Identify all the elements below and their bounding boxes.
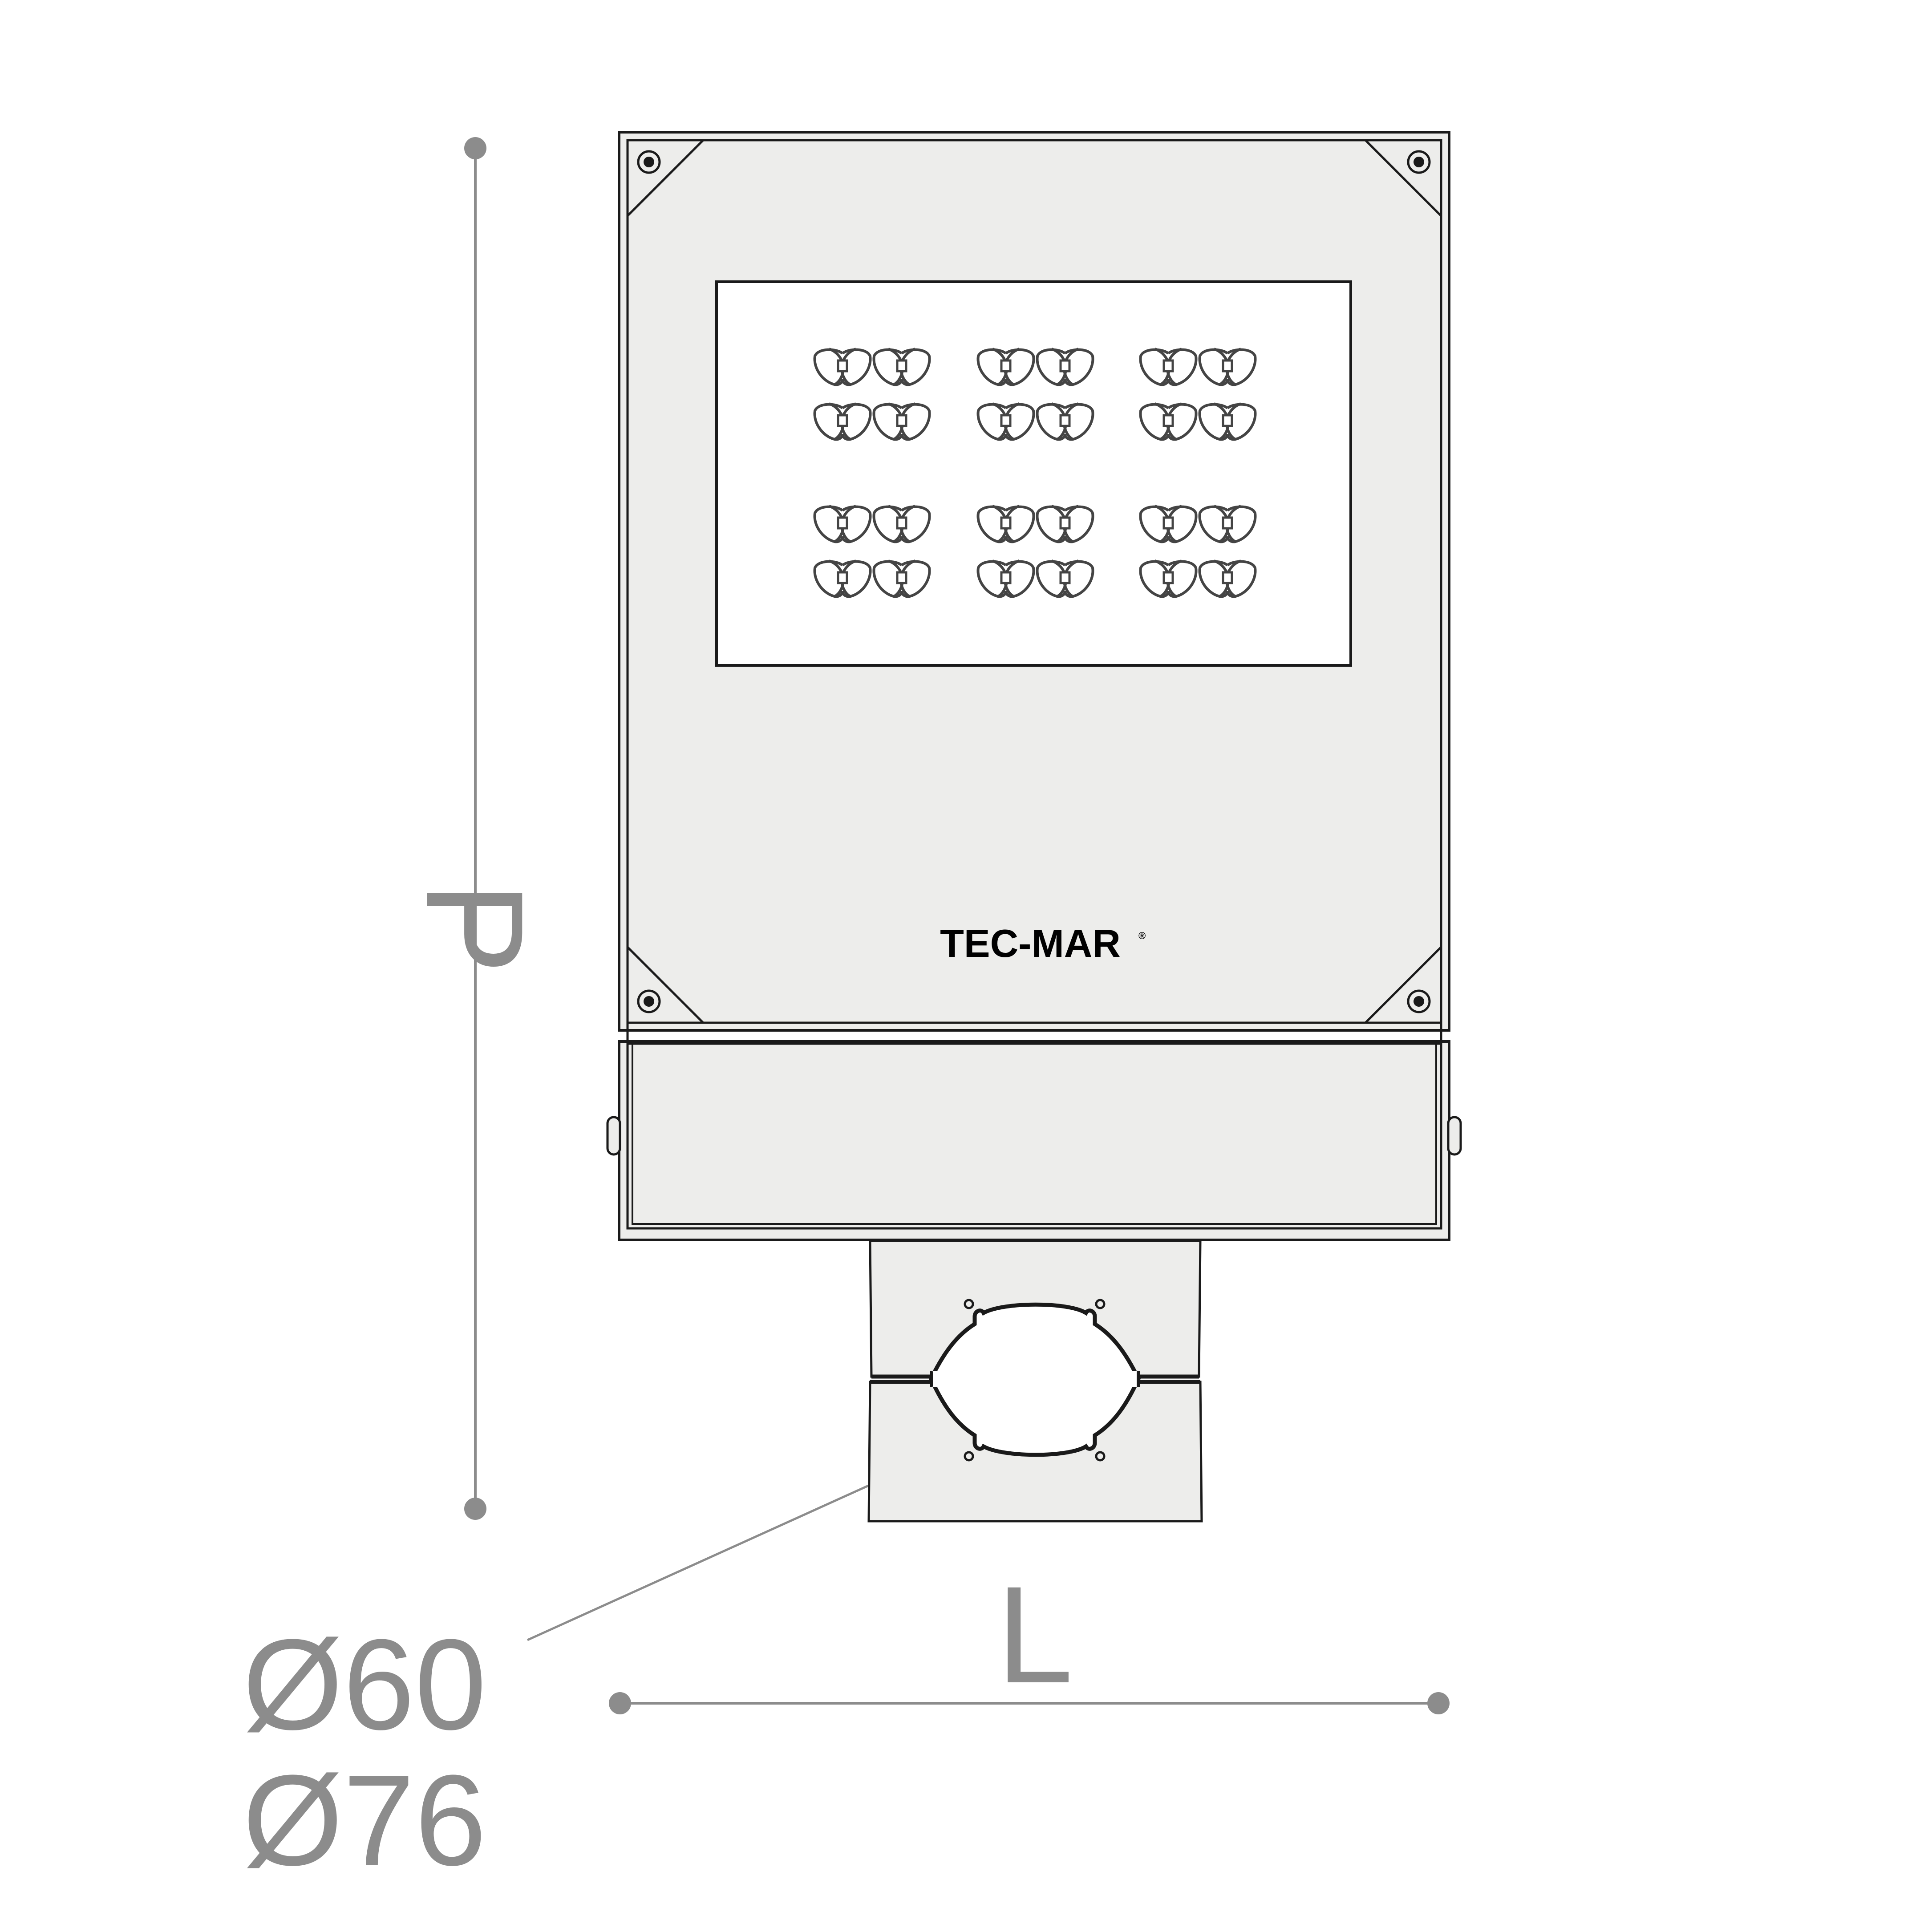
led-optic-icon (976, 402, 1035, 441)
height-dimension: P (398, 137, 552, 1520)
width-dimension: L (609, 1557, 1450, 1714)
pole-diameter-large: Ø76 (243, 1748, 486, 1892)
led-optic-icon (813, 402, 872, 441)
bolt-hole-icon (964, 1299, 974, 1309)
led-optic-icon (1139, 559, 1198, 598)
led-optic-icon (1198, 559, 1257, 598)
led-optic-icon (813, 348, 872, 386)
screw-icon-top-left (637, 150, 661, 174)
led-window (715, 280, 1352, 667)
pole-diameter-small: Ø60 (243, 1612, 486, 1757)
led-optic-icon (813, 505, 872, 543)
luminaire-housing: TEC-MAR ® (618, 131, 1450, 1032)
led-optic-icon (1139, 505, 1198, 543)
screw-icon-bottom-left (637, 989, 661, 1013)
gear-compartment (606, 1023, 1462, 1241)
led-optic-icon (1198, 505, 1257, 543)
led-array (813, 348, 1257, 598)
pole-bracket (867, 1239, 1203, 1523)
bolt-hole-icon (964, 1451, 974, 1462)
led-optic-icon (872, 402, 931, 441)
led-optic-icon (976, 559, 1035, 598)
brand-logo: TEC-MAR (940, 921, 1121, 965)
led-optic-icon (813, 559, 872, 598)
led-optic-icon (1036, 505, 1094, 543)
hinge-left (606, 1116, 621, 1156)
led-optic-icon (872, 559, 931, 598)
height-label: P (398, 882, 552, 974)
dimension-endpoint-left (609, 1692, 631, 1714)
led-optic-icon (976, 348, 1035, 386)
led-optic-icon (1139, 348, 1198, 386)
pole-diameter-callout: Ø60 Ø76 (243, 1406, 1042, 1892)
led-optic-icon (1036, 348, 1094, 386)
led-optic-icon (976, 505, 1035, 543)
dimension-endpoint-top (464, 137, 486, 159)
bolt-hole-icon (1095, 1451, 1106, 1462)
brand-registered-mark: ® (1138, 930, 1146, 941)
screw-icon-top-right (1407, 150, 1431, 174)
led-optic-icon (1036, 402, 1094, 441)
led-optic-icon (1198, 348, 1257, 386)
led-optic-icon (1198, 402, 1257, 441)
hinge-right (1447, 1116, 1462, 1156)
led-optic-icon (1139, 402, 1198, 441)
screw-icon-bottom-right (1407, 989, 1431, 1013)
bolt-hole-icon (1095, 1299, 1106, 1309)
led-optic-icon (872, 505, 931, 543)
dimension-endpoint-right (1427, 1692, 1450, 1714)
led-optic-icon (872, 348, 931, 386)
led-optic-icon (1036, 559, 1094, 598)
dimension-endpoint-bottom (464, 1498, 486, 1520)
width-label: L (996, 1557, 1073, 1712)
